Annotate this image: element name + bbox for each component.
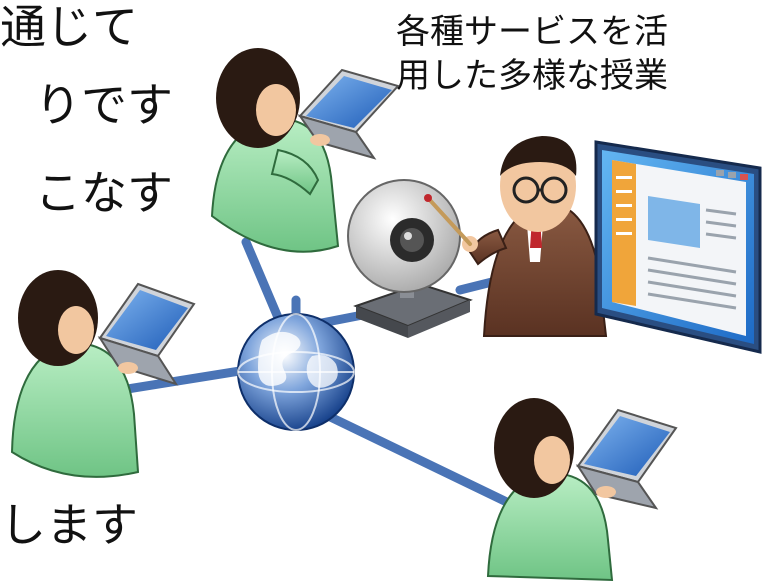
teacher [424,136,608,337]
student-top [210,48,400,253]
student-bottom [486,398,678,582]
left-text-line-3: こなす [35,166,173,220]
caption-line-1: 各種サービスを活 [396,12,668,52]
caption: 各種サービスを活 用した多様な授業 [396,10,668,98]
student-left [10,270,196,478]
network-line-teacher [455,277,497,295]
left-text-line-4: します [0,498,138,552]
laptop-icon [97,282,196,386]
window-controls-icon [716,170,748,180]
webcam-icon [347,179,473,338]
left-text-line-1: 通じて [0,0,138,54]
pointer-stick [426,196,472,246]
globe-icon [237,313,355,431]
caption-line-2: 用した多様な授業 [396,56,668,96]
laptop-icon [297,68,400,160]
left-text-line-2: りです [35,78,173,132]
laptop-icon [575,408,678,510]
monitor-icon [594,140,762,354]
